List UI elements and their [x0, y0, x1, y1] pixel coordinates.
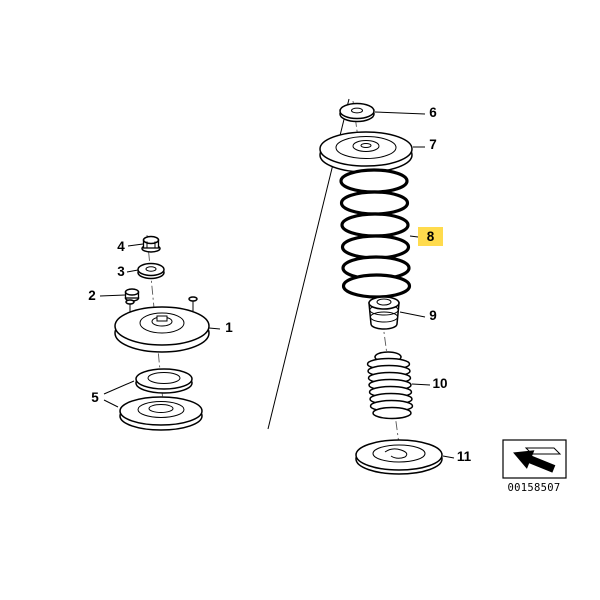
leader-line-10 — [411, 383, 431, 386]
coil-3 — [340, 212, 410, 238]
callout-1[interactable]: 1 — [225, 320, 233, 335]
callout-4[interactable]: 4 — [117, 239, 125, 254]
leader-line-4 — [127, 243, 144, 247]
leader-line-8 — [409, 235, 419, 238]
callout-9[interactable]: 9 — [429, 308, 437, 323]
callout-5[interactable]: 5 — [91, 390, 99, 405]
part-9-bump-stop — [368, 296, 400, 330]
part-2-nut — [124, 288, 140, 302]
callout-6[interactable]: 6 — [429, 105, 437, 120]
part-11-spring-pad — [355, 439, 443, 475]
leader-line-1 — [208, 327, 221, 330]
coil-1 — [339, 168, 409, 194]
nav-arrow-box[interactable] — [502, 439, 567, 479]
callout-3[interactable]: 3 — [117, 264, 125, 279]
leader-line-11 — [442, 455, 455, 459]
coil-4 — [340, 234, 411, 260]
callout-11[interactable]: 11 — [457, 449, 472, 464]
leader-line-2 — [99, 294, 126, 297]
callout-10[interactable]: 10 — [432, 376, 447, 391]
callout-8[interactable]: 8 — [427, 229, 435, 244]
part-1-strut-mount — [114, 296, 210, 353]
leader-line-3 — [126, 269, 139, 273]
part-5-spring-seat — [119, 368, 203, 431]
leader-line-5a — [103, 380, 135, 395]
part-7-spring-plate — [319, 131, 413, 173]
coil-2 — [339, 190, 410, 216]
part-4-nut — [141, 235, 161, 253]
callout-2[interactable]: 2 — [88, 288, 96, 303]
page-arrow-icon — [513, 447, 562, 473]
leader-line-5b — [103, 399, 119, 408]
part-3-washer — [137, 262, 165, 280]
part-number-label: 00158507 — [508, 482, 561, 494]
callout-7[interactable]: 7 — [429, 137, 437, 152]
part-6-washer — [339, 102, 375, 123]
coil-6 — [341, 273, 412, 299]
part-8-coil-spring — [339, 168, 412, 299]
part-10-dust-boot — [366, 351, 414, 420]
leader-line-9 — [399, 311, 426, 318]
leader-line-6 — [374, 111, 426, 115]
callout-8-highlight — [418, 227, 443, 246]
